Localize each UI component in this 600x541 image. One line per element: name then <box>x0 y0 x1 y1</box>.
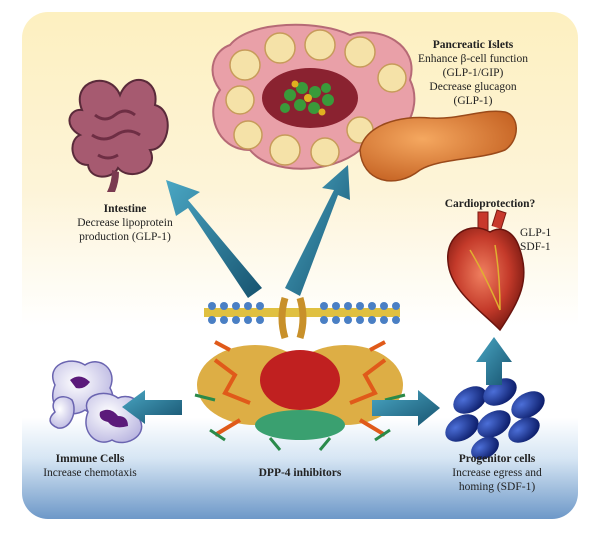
dpp4-protein-icon <box>194 296 406 451</box>
progenitor-cells-label: Progenitor cells Increase egress and hom… <box>452 453 542 493</box>
arrow-to-immune-cells <box>122 390 182 424</box>
arrow-to-intestine <box>166 180 262 298</box>
cardioprotection-label: Cardioprotection? <box>444 198 536 210</box>
pancreatic-islet-icon <box>211 23 416 170</box>
immune-cells-icon <box>49 360 143 444</box>
arrow-to-progenitor-cells <box>372 390 440 426</box>
intestine-icon <box>68 78 169 192</box>
intestine-label: Intestine Decrease lipoprotein productio… <box>77 203 173 243</box>
immune-cells-label: Immune Cells Increase chemotaxis <box>43 453 137 479</box>
pancreas-icon <box>359 110 517 182</box>
pancreatic-islets-label: Pancreatic Islets Enhance β-cell functio… <box>418 39 528 107</box>
progenitor-cells-icon <box>445 378 545 460</box>
arrow-to-heart <box>476 337 512 385</box>
cardio-factors-label: GLP-1 SDF-1 <box>520 227 552 253</box>
arrow-to-pancreas <box>285 165 350 296</box>
heart-icon <box>447 209 525 332</box>
dpp4-inhibitors-label: DPP-4 inhibitors <box>258 467 342 479</box>
